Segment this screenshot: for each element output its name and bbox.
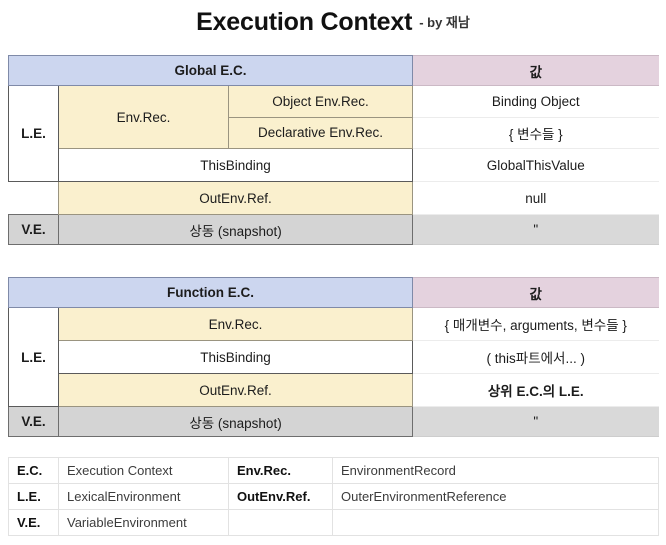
function-outenvref-value: 상위 E.C.의 L.E. [412,373,659,407]
table-row: OutEnv.Ref. null [8,181,659,215]
global-le-label: L.E. [8,85,59,182]
global-ec-header: Global E.C. [7,55,414,86]
table-row: Global E.C. 값 [7,55,659,86]
global-outenvref-value: null [412,181,659,215]
function-thisbinding-value: ( this파트에서... ) [412,340,659,374]
legend-abbr-envrec: Env.Rec. [228,457,333,484]
global-ve-value: ʺ [412,214,659,245]
table-row: L.E. LexicalEnvironment OutEnv.Ref. Oute… [8,483,659,510]
table-row: L.E. Env.Rec. Object Env.Rec. Binding Ob… [8,85,659,182]
global-declarative-envrec-label: Declarative Env.Rec. [227,116,414,149]
function-envrec-value: { 매개변수, arguments, 변수들 } [412,307,659,341]
function-le-label: L.E. [8,307,59,407]
global-value-header: 값 [412,55,659,86]
title-main-text: Execution Context [196,7,413,36]
global-ve-label: V.E. [8,214,59,245]
function-thisbinding-label: ThisBinding [57,340,414,374]
legend-full-ve: VariableEnvironment [58,509,229,536]
legend-full-outenvref: OuterEnvironmentReference [332,483,659,510]
table-row: OutEnv.Ref. 상위 E.C.의 L.E. [9,373,659,407]
legend-full-envrec: EnvironmentRecord [332,457,659,484]
spacer-cell [8,181,59,215]
legend-abbr-ec: E.C. [8,457,59,484]
legend-full-ec: Execution Context [58,457,229,484]
global-object-envrec-value: Binding Object [412,85,659,118]
table-row: L.E. Env.Rec. { 매개변수, arguments, 변수들 } [8,307,659,407]
legend-blank-cell-1 [228,509,333,536]
function-ve-label: V.E. [8,406,59,437]
table-row: ThisBinding ( this파트에서... ) [9,340,659,374]
function-ve-body: 상동 (snapshot) [57,406,414,437]
global-object-envrec-label: Object Env.Rec. [227,85,414,118]
table-row: E.C. Execution Context Env.Rec. Environm… [8,457,659,484]
global-thisbinding-value: GlobalThisValue [412,148,659,182]
legend-table: E.C. Execution Context Env.Rec. Environm… [8,457,659,536]
table-row: V.E. 상동 (snapshot) ʺ [8,214,659,245]
function-envrec-label: Env.Rec. [57,307,414,341]
function-value-header: 값 [412,277,659,308]
global-ec-table: Global E.C. 값 L.E. Env.Rec. Object Env.R… [7,55,659,245]
table-row: ThisBinding GlobalThisValue [9,148,659,182]
table-row: V.E. 상동 (snapshot) ʺ [8,406,659,437]
table-row: Function E.C. 값 [7,277,659,308]
global-envrec-label: Env.Rec. [58,85,229,149]
function-ec-table: Function E.C. 값 L.E. Env.Rec. { 매개변수, ar… [7,277,659,437]
page-title: Execution Context - by 재남 [0,0,666,48]
global-outenvref-label: OutEnv.Ref. [57,181,414,215]
global-ve-body: 상동 (snapshot) [57,214,414,245]
legend-full-le: LexicalEnvironment [58,483,229,510]
function-ve-value: ʺ [412,406,659,437]
function-ec-header: Function E.C. [7,277,414,308]
global-declarative-envrec-value: { 변수들 } [412,116,659,149]
legend-abbr-le: L.E. [8,483,59,510]
function-outenvref-label: OutEnv.Ref. [57,373,414,407]
table-row: V.E. VariableEnvironment [8,509,659,536]
legend-blank-cell-2 [332,509,659,536]
legend-abbr-outenvref: OutEnv.Ref. [228,483,333,510]
legend-abbr-ve: V.E. [8,509,59,536]
global-thisbinding-label: ThisBinding [57,148,414,182]
title-subtitle-text: - by 재남 [419,14,470,30]
